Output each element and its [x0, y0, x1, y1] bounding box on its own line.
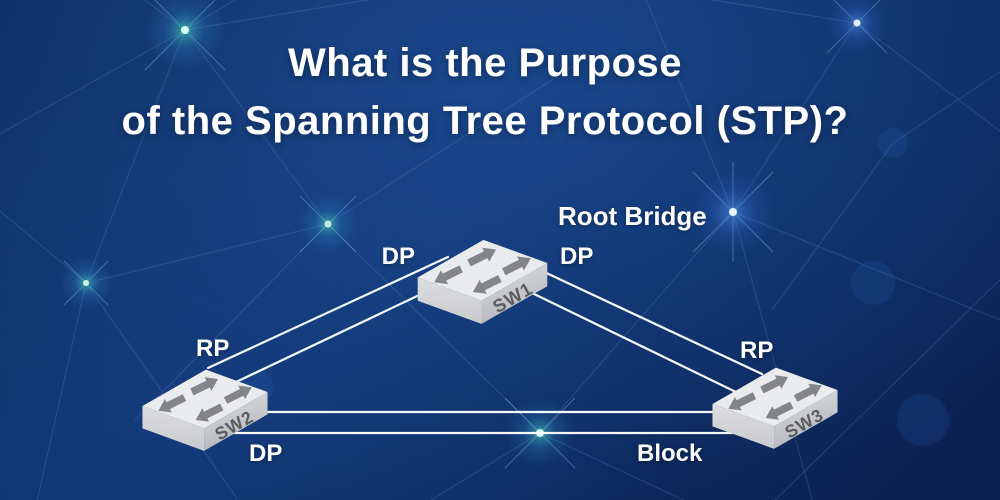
switch-top-face	[712, 367, 838, 427]
link-sw2-sw1-line-1	[206, 255, 450, 370]
switch-front-face	[712, 404, 775, 449]
root-bridge-label: Root Bridge	[558, 201, 707, 231]
switch-sw3: SW3	[705, 360, 845, 449]
port-label-sw1-left: DP	[381, 243, 415, 270]
port-label-sw3-bottom: Block	[637, 440, 703, 467]
port-label-sw2-bottom: DP	[249, 440, 283, 467]
plexus-glow-nodes	[60, 0, 887, 467]
switch-icon: SW3	[712, 367, 838, 449]
switch-sw2: SW2	[135, 362, 275, 451]
switch-top-face	[142, 369, 268, 429]
switch-side-face	[204, 392, 268, 451]
switch-side-face	[481, 263, 548, 324]
switch-front-face	[417, 277, 482, 324]
link-sw1-sw3-line-1	[538, 268, 764, 376]
link-sw1-sw3-line-2	[528, 290, 742, 396]
page-title: What is the Purpose of the Spanning Tree…	[0, 34, 970, 150]
title-line-1: What is the Purpose	[288, 41, 682, 85]
title-line-2: of the Spanning Tree Protocol (STP)?	[121, 99, 849, 143]
port-label-sw3-top: RP	[740, 337, 774, 364]
switch-icon: SW2	[142, 369, 268, 451]
port-label-sw2-top: RP	[196, 335, 230, 362]
switch-top-face	[417, 239, 548, 301]
switch-side-face	[774, 390, 838, 449]
switch-sw1: SW1	[410, 232, 555, 324]
plexus-dim-blobs	[242, 128, 949, 446]
port-label-sw1-right: DP	[560, 243, 594, 270]
switch-icon: SW1	[417, 239, 548, 324]
switch-front-face	[142, 406, 205, 451]
